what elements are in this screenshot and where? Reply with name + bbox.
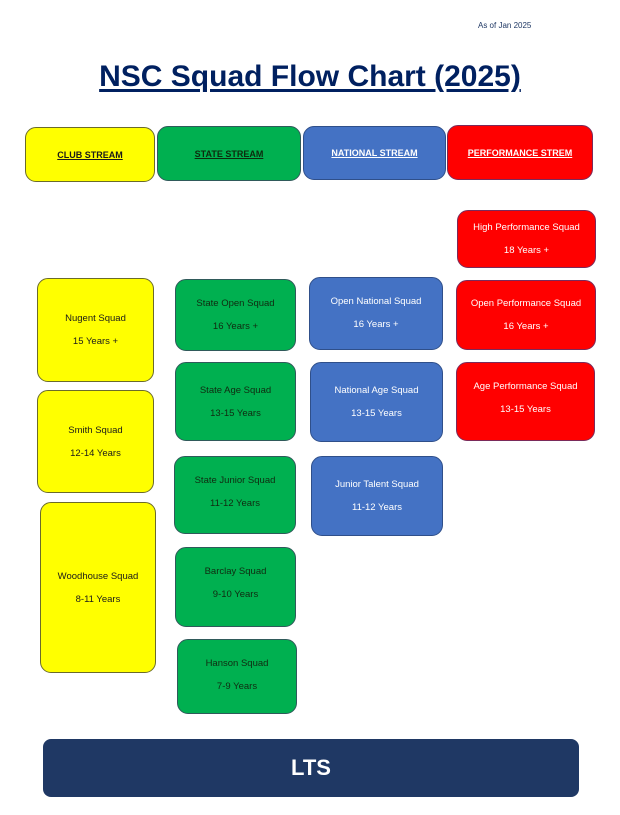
squad-barclay: Barclay Squad 9-10 Years — [175, 547, 296, 627]
national-stream-header: NATIONAL STREAM — [303, 126, 446, 180]
squad-hanson: Hanson Squad 7-9 Years — [177, 639, 297, 714]
squad-state-open: State Open Squad 16 Years + — [175, 279, 296, 351]
squad-age: 16 Years + — [503, 321, 549, 332]
squad-age: 15 Years + — [72, 336, 119, 347]
squad-name: State Junior Squad — [194, 475, 276, 486]
squad-name: High Performance Squad — [473, 222, 580, 233]
squad-state-junior: State Junior Squad 11-12 Years — [174, 456, 296, 534]
squad-junior-talent: Junior Talent Squad 11-12 Years — [311, 456, 443, 536]
squad-high-performance: High Performance Squad 18 Years + — [457, 210, 596, 268]
squad-name: Junior Talent Squad — [335, 479, 419, 490]
squad-age: 13-15 Years — [500, 404, 551, 415]
lts-base-bar: LTS — [43, 739, 579, 797]
squad-woodhouse: Woodhouse Squad 8-11 Years — [40, 502, 156, 673]
squad-name: Hanson Squad — [205, 658, 269, 669]
squad-national-age: National Age Squad 13-15 Years — [310, 362, 443, 442]
squad-name: Woodhouse Squad — [57, 570, 139, 582]
national-stream-label: NATIONAL STREAM — [331, 148, 418, 158]
squad-age: 8-11 Years — [75, 593, 121, 605]
squad-name: Open Performance Squad — [470, 298, 582, 309]
squad-age-performance: Age Performance Squad 13-15 Years — [456, 362, 595, 441]
squad-state-age: State Age Squad 13-15 Years — [175, 362, 296, 441]
state-stream-header: STATE STREAM — [157, 126, 301, 181]
squad-name: Barclay Squad — [204, 566, 267, 577]
squad-open-performance: Open Performance Squad 16 Years + — [456, 280, 596, 350]
squad-name: Age Performance Squad — [473, 381, 578, 392]
squad-age: 11-12 Years — [351, 502, 402, 513]
squad-open-national: Open National Squad 16 Years + — [309, 277, 443, 350]
squad-age: 13-15 Years — [210, 407, 261, 419]
page-title-text: NSC Squad Flow Chart (2025) — [99, 60, 521, 93]
squad-name: State Open Squad — [196, 298, 275, 309]
state-stream-label: STATE STREAM — [194, 148, 264, 159]
squad-age: 12-14 Years — [70, 447, 121, 459]
as-of-date: As of Jan 2025 — [478, 21, 532, 30]
squad-age: 16 Years + — [212, 321, 259, 332]
club-stream-header: CLUB STREAM — [25, 127, 155, 182]
squad-age: 9-10 Years — [212, 589, 259, 600]
performance-stream-label: PERFORMANCE STREM — [467, 147, 573, 158]
performance-stream-header: PERFORMANCE STREM — [447, 125, 593, 180]
squad-name: Smith Squad — [68, 424, 123, 436]
squad-age: 18 Years + — [503, 245, 550, 256]
squad-name: Open National Squad — [330, 296, 422, 307]
squad-age: 16 Years + — [353, 319, 399, 330]
club-stream-label: CLUB STREAM — [57, 149, 123, 160]
squad-smith: Smith Squad 12-14 Years — [37, 390, 154, 493]
lts-label: LTS — [291, 755, 331, 780]
squad-age: 11-12 Years — [209, 498, 260, 509]
page-title: NSC Squad Flow Chart (2025) — [0, 60, 620, 94]
squad-name: National Age Squad — [334, 385, 419, 396]
squad-age: 7-9 Years — [216, 681, 258, 692]
squad-age: 13-15 Years — [351, 408, 402, 419]
squad-nugent: Nugent Squad 15 Years + — [37, 278, 154, 382]
squad-name: Nugent Squad — [65, 313, 126, 324]
squad-name: State Age Squad — [199, 384, 272, 396]
